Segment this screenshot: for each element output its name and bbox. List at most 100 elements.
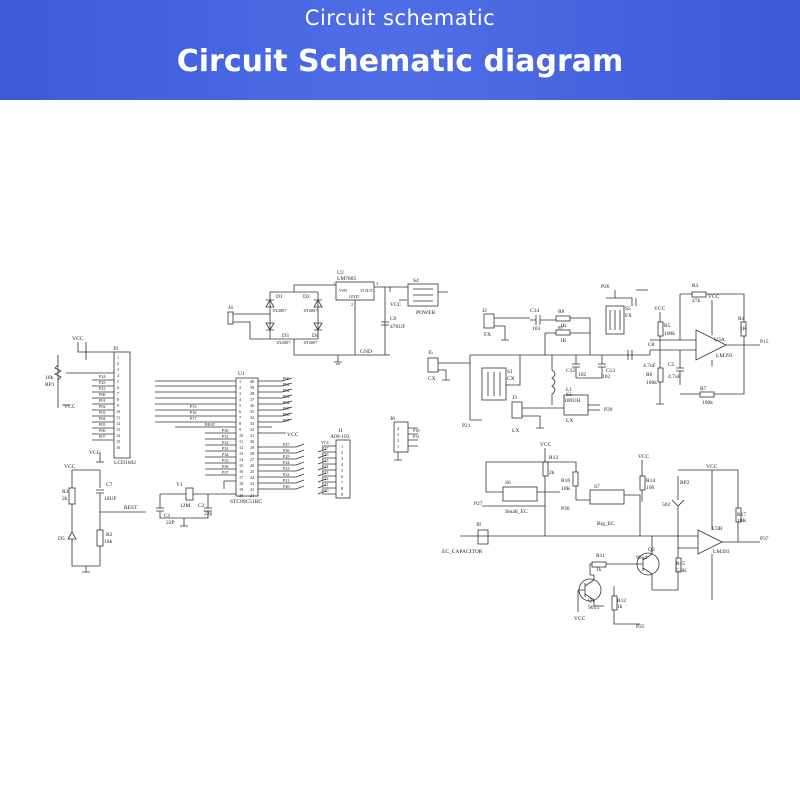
- q2-part: 9014: [636, 555, 647, 561]
- r6-value: 100k: [646, 380, 657, 386]
- r5-label: R5: [664, 323, 671, 329]
- j1-part: A09-103: [330, 434, 350, 440]
- l1-value: 100UH: [564, 398, 580, 404]
- cx-label: CX: [428, 376, 436, 382]
- r8-value: 1K: [560, 323, 567, 329]
- d3-part: 1N4007: [276, 340, 291, 345]
- rp2-value: 502: [662, 502, 671, 508]
- mcu-pin: 39: [250, 385, 254, 390]
- r2-label: R2: [106, 532, 113, 538]
- ec-capacitor-label: EC_CAPACITOR: [442, 549, 483, 555]
- d1-part: 1N4007: [272, 308, 287, 313]
- power-label: POWER: [416, 310, 436, 316]
- r13-resistor: [542, 461, 549, 477]
- d2-label: D2: [303, 294, 310, 300]
- p21-label: P21: [462, 423, 471, 429]
- s6-label: S6: [505, 480, 511, 486]
- u3b-label: U3B: [712, 526, 723, 532]
- l1-inductor: [551, 369, 556, 395]
- mcu-pin: 14: [239, 457, 244, 462]
- mcu-pin: 22: [250, 487, 254, 492]
- r11-value: 1k: [596, 567, 602, 573]
- r4-label: R4: [738, 316, 745, 322]
- r11-resistor: [591, 561, 607, 568]
- r14-label: R14: [646, 478, 655, 484]
- rp2-label: RP2: [680, 480, 690, 486]
- mcu-net: P06: [283, 412, 290, 417]
- mcu-net: P27: [283, 442, 290, 447]
- mcu-net: P22: [283, 472, 290, 477]
- power-supply-section: [227, 281, 448, 365]
- vin-label: VIN: [339, 288, 348, 293]
- ec-vcc3: VCC: [706, 464, 718, 470]
- mcu-pin: 33: [250, 421, 254, 426]
- u3a-opamp: [695, 329, 727, 361]
- mcu-pin: 3: [239, 391, 241, 396]
- d4-part: 1N4007: [303, 340, 318, 345]
- mcu-pin: 9: [239, 427, 241, 432]
- j6-pin: 3: [397, 432, 399, 437]
- j1-pin: 4: [341, 462, 344, 467]
- opamp-vcc: VCC: [708, 294, 720, 300]
- mcu-pin: 24: [250, 475, 255, 480]
- c14-capacitor: [535, 315, 541, 325]
- s3-label: S3: [566, 392, 572, 398]
- mcu-pin: 35: [250, 409, 254, 414]
- c6-label: C6: [390, 316, 397, 322]
- r9-resistor: [555, 329, 571, 336]
- j1-vcc: VCC: [321, 440, 330, 445]
- r2-resistor: [96, 529, 104, 547]
- mcu-pin: 8: [239, 421, 241, 426]
- j3-label: J3: [512, 395, 517, 401]
- r9-value: 1K: [560, 338, 567, 344]
- r9-label: R9: [558, 325, 563, 330]
- r4-value: 1K: [740, 326, 747, 332]
- mcu-net: P15: [190, 404, 197, 409]
- u2-label: U2: [337, 270, 344, 276]
- mcu-pin: 7: [239, 415, 241, 420]
- lcd-net: P25: [99, 380, 106, 385]
- j6-header: [393, 421, 418, 461]
- mcu-net: P04: [283, 400, 290, 405]
- c7-value: 10UF: [104, 496, 117, 502]
- d2-diode: [313, 299, 323, 308]
- j1-net: P27: [322, 446, 329, 451]
- p27-label: P27: [474, 501, 483, 507]
- r17-resistor: [735, 507, 742, 523]
- c12-value: 102: [578, 372, 587, 378]
- mcu-vcc: VCC: [287, 432, 299, 438]
- mcu-net: P37: [222, 470, 229, 475]
- c6-capacitor: [381, 321, 389, 326]
- lcd-vcc2-label: VCC: [64, 404, 76, 410]
- r17-label: R17: [737, 512, 746, 518]
- r14-resistor: [639, 475, 646, 491]
- lcd-pin: 13: [116, 427, 120, 432]
- j5-connector: [427, 357, 439, 373]
- mcu-net: P24: [283, 460, 290, 465]
- mcu-net: P34: [222, 452, 229, 457]
- s1-cx: CX: [507, 376, 515, 382]
- lcd-net: P06: [99, 428, 106, 433]
- p26-label: P26: [601, 284, 610, 290]
- r16-value: 10K: [561, 486, 571, 492]
- r5-value: 100k: [664, 331, 675, 337]
- r17-value: 10K: [737, 518, 747, 524]
- r5-resistor: [657, 321, 664, 337]
- j6-net: P31: [413, 434, 420, 439]
- banner-title: Circuit Schematic diagram: [176, 44, 624, 79]
- lcd-pin: 16: [116, 445, 120, 450]
- p20-label: P20: [604, 407, 613, 413]
- lcd-part-label: LCD1602: [114, 460, 136, 466]
- mcu-pin: 12: [239, 445, 243, 450]
- mcu-pin: 13: [239, 451, 243, 456]
- mcu-net: P21: [283, 478, 290, 483]
- lcd-net: P01: [99, 398, 106, 403]
- j1-pin: 9: [341, 492, 343, 497]
- lcd-vcc-bottom: VCC: [89, 450, 101, 456]
- mcu-pin: 27: [250, 457, 254, 462]
- j8-label: J8: [476, 522, 481, 528]
- c1-label: C1: [164, 513, 171, 519]
- j9-label: J9: [113, 346, 118, 352]
- mcu-net: P32: [222, 440, 229, 445]
- r4-resistor: [740, 321, 747, 337]
